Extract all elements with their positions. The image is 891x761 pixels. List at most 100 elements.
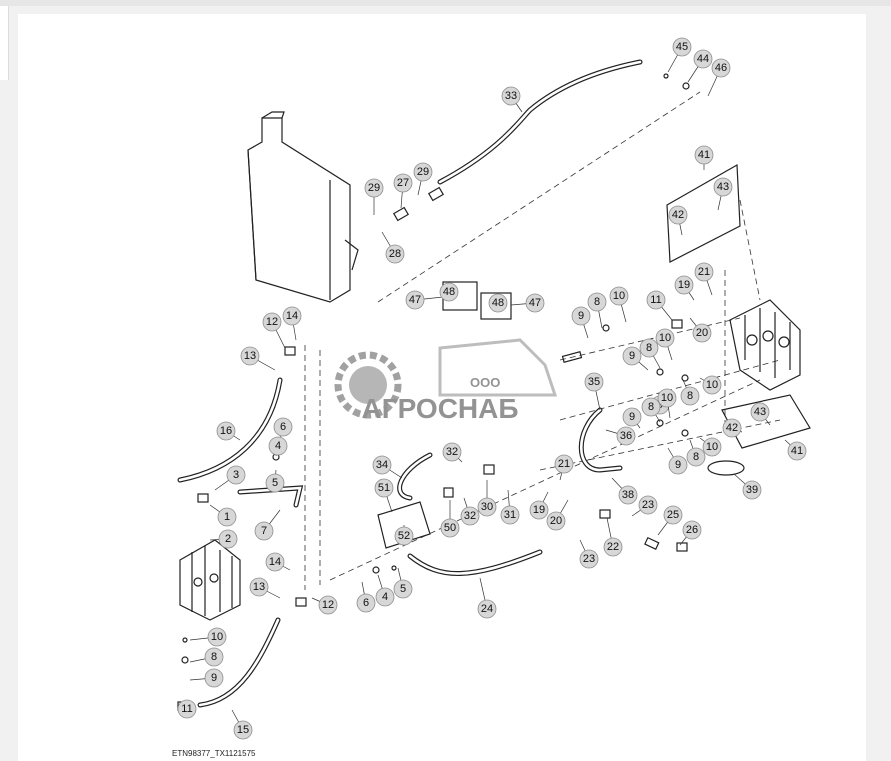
callout-10: 10	[699, 437, 722, 457]
callout-23: 23	[579, 539, 599, 569]
callout-31: 31	[500, 489, 520, 525]
callout-number: 1	[224, 511, 230, 523]
callout-bubble	[393, 579, 413, 599]
callout-number: 36	[620, 430, 632, 442]
callout-number: 20	[696, 327, 708, 339]
callout-32: 32	[442, 442, 463, 463]
callout-25: 25	[657, 505, 683, 536]
callout-9: 9	[622, 346, 649, 371]
callout-number: 9	[629, 411, 635, 423]
callout-number: 23	[583, 553, 595, 565]
callout-number: 15	[237, 724, 249, 736]
callout-number: 30	[481, 501, 493, 513]
top-bar	[0, 0, 891, 6]
callout-bubble	[177, 699, 197, 719]
callout-number: 5	[272, 477, 278, 489]
callout-bubble	[439, 282, 459, 302]
callout-43: 43	[713, 177, 733, 211]
callout-number: 11	[650, 294, 661, 306]
callout-number: 38	[622, 489, 634, 501]
callout-bubble	[638, 495, 658, 515]
callout-number: 43	[717, 181, 729, 193]
callout-bubble	[282, 306, 302, 326]
callout-19: 19	[529, 491, 549, 520]
callout-14: 14	[265, 552, 291, 572]
callout-bubble	[584, 372, 604, 392]
callout-41: 41	[694, 145, 714, 170]
callout-number: 10	[211, 631, 223, 643]
callout-12: 12	[262, 312, 286, 349]
callout-number: 47	[529, 297, 541, 309]
callout-22: 22	[603, 517, 623, 557]
callout-number: 10	[613, 290, 625, 302]
callout-number: 48	[443, 286, 455, 298]
callout-32: 32	[460, 497, 480, 526]
callout-5: 5	[265, 469, 285, 493]
assembly-lines	[304, 91, 781, 590]
callout-bubble	[374, 478, 394, 498]
callout-bubble	[750, 402, 770, 422]
callout-24: 24	[477, 577, 497, 619]
callout-bubble	[254, 521, 274, 541]
callout-10: 10	[189, 627, 227, 647]
callout-bubble	[525, 293, 545, 313]
callout-number: 35	[588, 376, 600, 388]
callout-bubble	[609, 286, 629, 306]
callout-9: 9	[189, 668, 224, 688]
callout-number: 45	[676, 41, 688, 53]
callout-bubble	[686, 447, 706, 467]
callout-number: 8	[648, 401, 654, 413]
callout-12: 12	[311, 595, 338, 615]
callout-27: 27	[393, 173, 413, 209]
callout-number: 26	[686, 524, 698, 536]
callout-35: 35	[584, 372, 604, 411]
callout-bubble	[375, 587, 395, 607]
callout-44: 44	[687, 49, 713, 83]
callout-number: 27	[397, 177, 409, 189]
callout-bubble	[711, 58, 731, 78]
callout-bubble	[616, 426, 636, 446]
callout-29: 29	[413, 162, 433, 196]
callout-8: 8	[641, 397, 661, 423]
callout-bubble	[240, 346, 260, 366]
callout-7: 7	[254, 509, 281, 541]
callout-bubble	[668, 205, 688, 225]
callout-number: 19	[678, 279, 690, 291]
callout-30: 30	[477, 480, 497, 517]
callout-number: 32	[464, 510, 476, 522]
callout-number: 28	[389, 248, 401, 260]
callout-8: 8	[587, 292, 607, 329]
callout-50: 50	[440, 500, 460, 538]
callout-47: 47	[510, 293, 545, 313]
callout-number: 51	[378, 482, 390, 494]
callout-number: 29	[368, 182, 380, 194]
callout-bubble	[618, 485, 638, 505]
callout-number: 25	[667, 509, 679, 521]
callout-bubble	[204, 668, 224, 688]
callout-number: 33	[505, 90, 517, 102]
callout-bubble	[207, 627, 227, 647]
callout-52: 52	[394, 525, 414, 546]
callout-bubble	[546, 511, 566, 531]
callout-number: 11	[181, 703, 192, 715]
callout-bubble	[440, 518, 460, 538]
callout-bubble	[500, 505, 520, 525]
callout-bubble	[682, 520, 702, 540]
callout-number: 44	[697, 53, 709, 65]
callout-bubble	[646, 290, 666, 310]
callout-number: 43	[754, 406, 766, 418]
callout-15: 15	[231, 709, 253, 740]
callout-bubble	[668, 455, 688, 475]
callout-number: 14	[269, 556, 281, 568]
hydraulic-tank	[247, 111, 359, 303]
figure-id: ETN98377_TX1121575	[172, 749, 256, 758]
callout-9: 9	[667, 447, 688, 475]
callout-number: 23	[642, 499, 654, 511]
callout-9: 9	[622, 407, 642, 429]
callout-bubble	[694, 262, 714, 282]
callout-28: 28	[381, 231, 405, 264]
callout-41: 41	[784, 439, 807, 461]
callout-21: 21	[554, 454, 574, 481]
callout-8: 8	[686, 439, 706, 467]
callout-bubble	[655, 328, 675, 348]
